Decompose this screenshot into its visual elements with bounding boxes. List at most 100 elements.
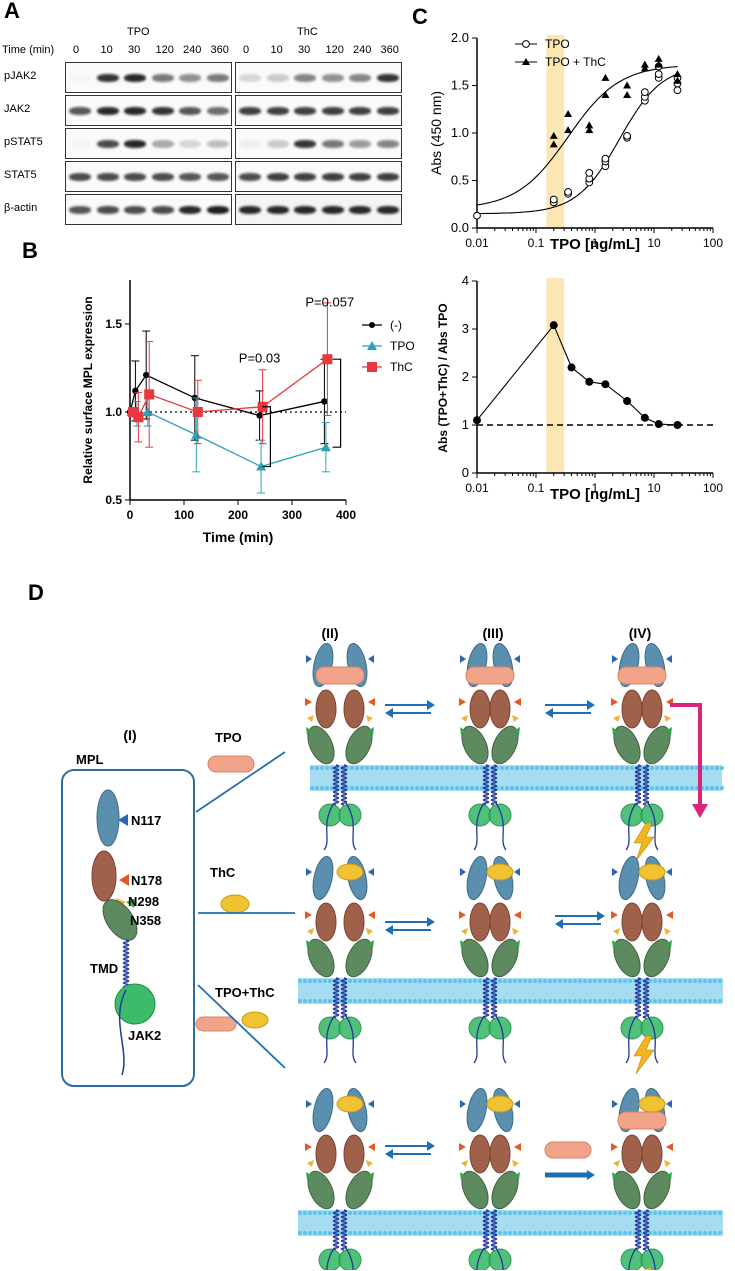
blot-band <box>151 73 174 82</box>
lipid-head <box>683 999 687 1003</box>
mpl-box <box>61 769 195 1087</box>
lipid-head <box>668 999 672 1003</box>
jak2 <box>488 803 512 827</box>
lipid-head <box>525 786 529 790</box>
blot-band <box>179 205 201 214</box>
lipid-head <box>505 786 509 790</box>
lipid-head <box>443 1211 447 1215</box>
glycan-n117 <box>368 655 374 663</box>
lipid-head <box>530 766 534 770</box>
data-point <box>601 73 610 81</box>
y-tick-label: 1 <box>462 417 469 432</box>
glycan-n178 <box>611 1143 618 1151</box>
lipid-head <box>383 979 387 983</box>
lipid-head <box>298 999 302 1003</box>
domain-d3 <box>461 938 489 978</box>
arrow-head <box>587 1170 595 1180</box>
glycan-n117 <box>514 868 520 876</box>
lipid-head <box>460 786 464 790</box>
panel-b-letter: B <box>22 238 38 263</box>
domain-d2 <box>343 902 365 942</box>
lipid-head <box>538 999 542 1003</box>
lipid-head <box>393 999 397 1003</box>
lipid-head <box>380 786 384 790</box>
lipid-head <box>428 1211 432 1215</box>
data-point <box>549 195 558 204</box>
lipid-head <box>618 1231 622 1235</box>
data-point <box>144 389 155 400</box>
x-tick-label: 0 <box>127 508 134 522</box>
blot-band <box>321 106 344 115</box>
x-tick-label: 10 <box>647 236 661 250</box>
lipid-head <box>710 766 714 770</box>
cell-membrane <box>298 978 723 1004</box>
lipid-head <box>523 979 527 983</box>
glycan-n178 <box>459 1143 466 1151</box>
lipid-head <box>698 1211 702 1215</box>
glycan-n358 <box>306 940 312 948</box>
lipid-head <box>683 1231 687 1235</box>
lipid-head <box>433 1231 437 1235</box>
data-point <box>320 442 331 452</box>
cytoplasmic-tail <box>495 802 507 851</box>
arrow-head <box>427 700 435 710</box>
lipid-head <box>555 766 559 770</box>
glycan-n117 <box>368 868 374 876</box>
data-point <box>473 211 481 220</box>
receptor-dimer-ii <box>305 855 375 1064</box>
blot-strip <box>65 128 232 159</box>
lipid-head <box>533 1231 537 1235</box>
lipid-head <box>568 1231 572 1235</box>
lipid-head <box>520 766 524 770</box>
tpo-ligand <box>617 666 667 685</box>
lipid-head <box>458 1211 462 1215</box>
lipid-head <box>573 979 577 983</box>
lipid-head <box>568 999 572 1003</box>
lipid-head <box>450 766 454 770</box>
lipid-head <box>518 979 522 983</box>
lipid-head <box>453 1211 457 1215</box>
lipid-head <box>653 1211 657 1215</box>
data-point <box>654 54 663 62</box>
lipid-head <box>383 1211 387 1215</box>
arrow-head <box>427 1141 435 1151</box>
lipid-head <box>563 1231 567 1235</box>
lipid-head <box>575 766 579 770</box>
lipid-head <box>413 1211 417 1215</box>
blot-strip <box>235 194 402 225</box>
lipid-head <box>610 786 614 790</box>
p-value-label: P=0.057 <box>305 294 354 309</box>
lipid-head <box>675 766 679 770</box>
lipid-head <box>615 786 619 790</box>
lipid-head <box>385 786 389 790</box>
domain-d3 <box>102 899 138 941</box>
lipid-head <box>540 766 544 770</box>
lipid-head <box>670 786 674 790</box>
blot-band <box>266 106 289 115</box>
lipid-head <box>528 979 532 983</box>
mpl-activation-diagram: (I)(II)(III)(IV)MPLN117N178N298N358TMDJA… <box>61 625 724 1270</box>
glycan-n358 <box>612 727 618 735</box>
lipid-head <box>388 979 392 983</box>
lipid-head <box>610 766 614 770</box>
lipid-head <box>608 999 612 1003</box>
lipid-head <box>428 979 432 983</box>
y-tick-label: 2.0 <box>451 30 469 45</box>
glycan-n298 <box>664 928 671 935</box>
lipid-head <box>423 979 427 983</box>
glycan-n117 <box>514 655 520 663</box>
lipid-head <box>400 766 404 770</box>
lipid-head <box>708 1231 712 1235</box>
lipid-head <box>673 979 677 983</box>
cell-membrane <box>310 765 724 791</box>
lipid-head <box>613 1211 617 1215</box>
time-label: 120 <box>155 44 174 56</box>
lipid-head <box>455 786 459 790</box>
lipid-head <box>395 786 399 790</box>
lipid-head <box>573 1231 577 1235</box>
panel-c-letter: C <box>412 4 428 29</box>
data-point <box>567 363 576 372</box>
tmd-helix <box>634 764 642 806</box>
lipid-head <box>413 999 417 1003</box>
x-tick-label: 100 <box>703 236 723 250</box>
